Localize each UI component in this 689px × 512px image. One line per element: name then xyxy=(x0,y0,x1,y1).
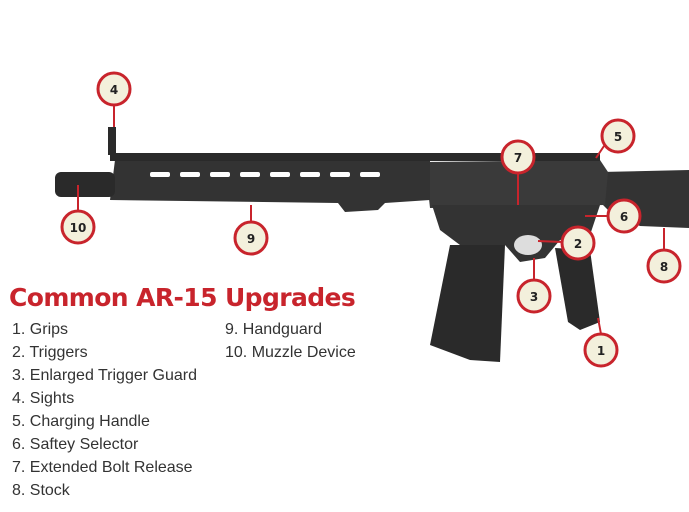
svg-text:10: 10 xyxy=(70,221,87,235)
svg-text:6: 6 xyxy=(620,210,628,224)
magazine xyxy=(430,245,505,362)
list-item: 4. Sights xyxy=(12,390,75,407)
callout-10: 10 xyxy=(60,209,96,245)
list-item: 2. Triggers xyxy=(12,344,88,361)
top-rail xyxy=(110,153,600,161)
leader-lines xyxy=(77,105,665,335)
list-item: 3. Enlarged Trigger Guard xyxy=(12,367,197,384)
front-sight xyxy=(108,127,116,155)
callout-9: 9 xyxy=(233,220,269,256)
list-item: 7. Extended Bolt Release xyxy=(12,459,193,476)
callout-3: 3 xyxy=(516,278,552,314)
callout-7: 7 xyxy=(500,139,536,175)
upper-receiver xyxy=(425,160,608,208)
upgrade-list-column-1: 1. Grips 2. Triggers 3. Enlarged Trigger… xyxy=(12,318,197,502)
list-item: 5. Charging Handle xyxy=(12,413,150,430)
svg-text:4: 4 xyxy=(110,83,118,97)
list-item: 6. Saftey Selector xyxy=(12,436,139,453)
svg-text:2: 2 xyxy=(574,237,582,251)
pistol-grip xyxy=(555,248,600,330)
trigger-guard xyxy=(514,235,542,255)
callout-1: 1 xyxy=(583,332,619,368)
muzzle-device xyxy=(55,172,115,197)
svg-text:3: 3 xyxy=(530,290,538,304)
lower-receiver xyxy=(432,205,600,262)
svg-text:5: 5 xyxy=(614,130,622,144)
list-item: 9. Handguard xyxy=(225,321,322,338)
infographic-title: Common AR-15 Upgrades xyxy=(9,283,356,312)
list-item: 10. Muzzle Device xyxy=(225,344,356,361)
callout-8: 8 xyxy=(646,248,682,284)
handguard-slots xyxy=(150,172,380,177)
callout-6: 6 xyxy=(606,198,642,234)
handguard xyxy=(110,160,430,212)
list-item: 1. Grips xyxy=(12,321,69,338)
upgrade-list-column-2: 9. Handguard 10. Muzzle Device xyxy=(225,318,356,364)
svg-text:9: 9 xyxy=(247,232,255,246)
callout-2: 2 xyxy=(560,225,596,261)
svg-text:8: 8 xyxy=(660,260,668,274)
list-item: 8. Stock xyxy=(12,482,70,499)
svg-text:1: 1 xyxy=(597,344,605,358)
svg-text:7: 7 xyxy=(514,151,522,165)
callout-5: 5 xyxy=(600,118,636,154)
rifle-illustration xyxy=(55,127,689,362)
callout-4: 4 xyxy=(96,71,132,107)
